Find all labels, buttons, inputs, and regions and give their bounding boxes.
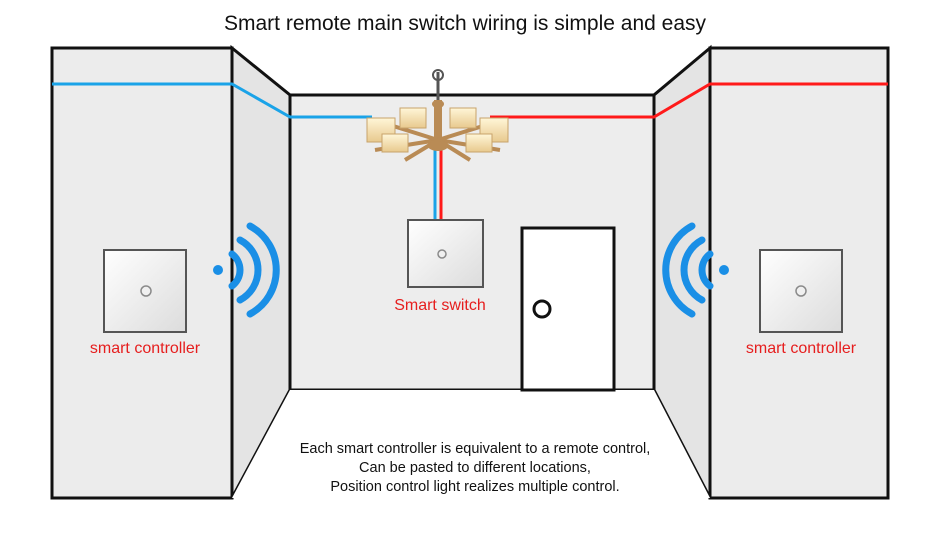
left-smart-controller-panel[interactable] <box>103 249 187 333</box>
caption-line: Can be pasted to different locations, <box>359 460 591 476</box>
wiring <box>52 82 888 221</box>
caption-line: Position control light realizes multiple… <box>330 479 620 495</box>
touch-button-icon[interactable] <box>140 285 152 297</box>
diagram-title: Smart remote main switch wiring is simpl… <box>224 12 706 35</box>
caption: Each smart controller is equivalent to a… <box>230 440 720 497</box>
wifi-signal-icon <box>662 222 729 318</box>
chandelier-icon <box>366 69 509 162</box>
touch-button-icon[interactable] <box>437 249 447 259</box>
touch-button-icon[interactable] <box>795 285 807 297</box>
caption-line: Each smart controller is equivalent to a… <box>299 441 651 457</box>
right-controller-label: smart controller <box>745 340 857 357</box>
wifi-signal-icon <box>213 222 280 318</box>
center-smart-switch-panel[interactable] <box>407 219 484 288</box>
door-knob <box>532 299 552 319</box>
right-smart-controller-panel[interactable] <box>759 249 843 333</box>
door <box>520 226 616 392</box>
floor <box>232 390 710 498</box>
live-wire <box>490 82 888 119</box>
left-controller-label: smart controller <box>89 340 201 357</box>
center-switch-label: Smart switch <box>394 297 486 314</box>
neutral-wire <box>52 82 372 119</box>
